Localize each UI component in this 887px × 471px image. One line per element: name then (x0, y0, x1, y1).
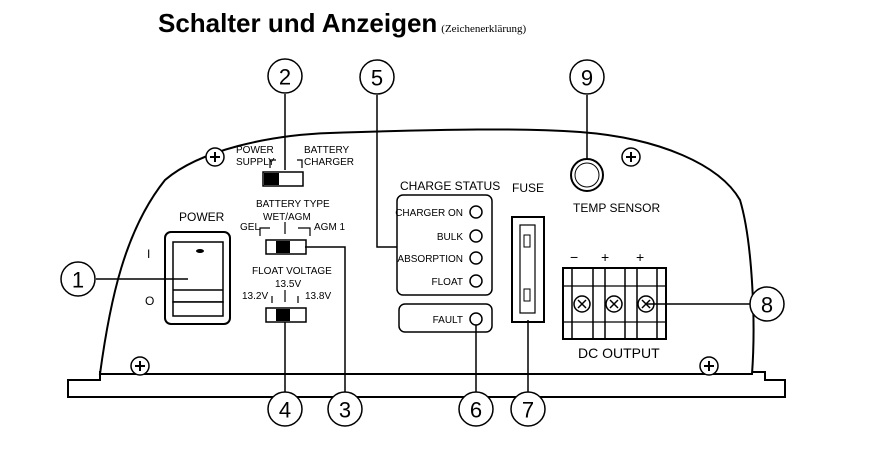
fault-panel (398, 303, 493, 333)
callout-1: 1 (60, 261, 96, 297)
leader-lines (96, 94, 750, 392)
dc-plus1-label: + (601, 249, 609, 265)
charge-status-label: CHARGE STATUS (400, 179, 500, 193)
mode-slide-switch[interactable] (262, 171, 304, 187)
callout-4-number: 4 (279, 398, 291, 423)
callout-1-number: 1 (72, 268, 84, 293)
gel-label: GEL (240, 222, 260, 233)
absorption-led (469, 251, 483, 265)
callout-8-number: 8 (761, 293, 773, 318)
charge-status-panel (396, 194, 493, 296)
charger-on-label: CHARGER ON (395, 208, 463, 219)
callout-9-number: 9 (581, 66, 593, 91)
page-subtitle: (Zeichenerklärung) (441, 23, 527, 35)
dc-output-label: DC OUTPUT (578, 345, 660, 361)
bulk-label: BULK (437, 232, 463, 243)
callout-7-number: 7 (522, 398, 534, 423)
callout-3-number: 3 (339, 398, 351, 423)
float-voltage-label: FLOAT VOLTAGE (252, 266, 332, 277)
power-off-mark: O (145, 294, 154, 308)
power-supply-label-1: POWER (236, 145, 274, 156)
dc-plus2-label: + (636, 249, 644, 265)
fault-label: FAULT (433, 315, 463, 326)
v135-label: 13.5V (275, 279, 301, 290)
battery-charger-label-2: CHARGER (304, 157, 354, 168)
page-title: Schalter und Anzeigen (158, 8, 438, 38)
callout-9: 9 (569, 59, 605, 95)
fuse-label: FUSE (512, 181, 544, 195)
bulk-led (469, 229, 483, 243)
power-on-mark: I (147, 247, 150, 261)
battery-type-label: BATTERY TYPE (256, 199, 330, 210)
callout-8: 8 (749, 286, 785, 322)
fuse-holder[interactable] (511, 216, 545, 323)
callout-5-number: 5 (371, 66, 383, 91)
screw-bottom-right (699, 356, 719, 376)
base-plate (67, 371, 786, 398)
callout-6-number: 6 (470, 398, 482, 423)
battery-type-switch[interactable] (265, 239, 307, 255)
screw-bottom-left (130, 356, 150, 376)
callout-6: 6 (458, 391, 494, 427)
v132-label: 13.2V (242, 291, 268, 302)
callout-7: 7 (510, 391, 546, 427)
power-rocker-switch[interactable] (164, 231, 231, 325)
float-label: FLOAT (432, 277, 463, 288)
temp-sensor-jack[interactable] (570, 158, 604, 192)
fault-led (469, 312, 483, 326)
charger-on-led (469, 205, 483, 219)
battery-charger-label-1: BATTERY (304, 145, 350, 156)
float-led (469, 274, 483, 288)
callout-5: 5 (359, 59, 395, 95)
screw-top-left (205, 147, 225, 167)
callout-2-number: 2 (279, 65, 291, 90)
wet-agm-label: WET/AGM (263, 212, 311, 223)
power-label: POWER (179, 210, 225, 224)
callout-2: 2 (267, 58, 303, 94)
absorption-label: ABSORPTION (397, 254, 463, 265)
dc-minus-label: − (570, 249, 578, 265)
callout-3: 3 (327, 391, 363, 427)
callout-4: 4 (267, 391, 303, 427)
v138-label: 13.8V (305, 291, 331, 302)
screw-top-right (621, 147, 641, 167)
temp-sensor-label: TEMP SENSOR (573, 201, 660, 215)
agm1-label: AGM 1 (314, 222, 346, 233)
title-block: Schalter und Anzeigen(Zeichenerklärung) (158, 8, 526, 39)
power-supply-label-2: SUPPLY (236, 157, 275, 168)
float-voltage-switch[interactable] (265, 307, 307, 323)
